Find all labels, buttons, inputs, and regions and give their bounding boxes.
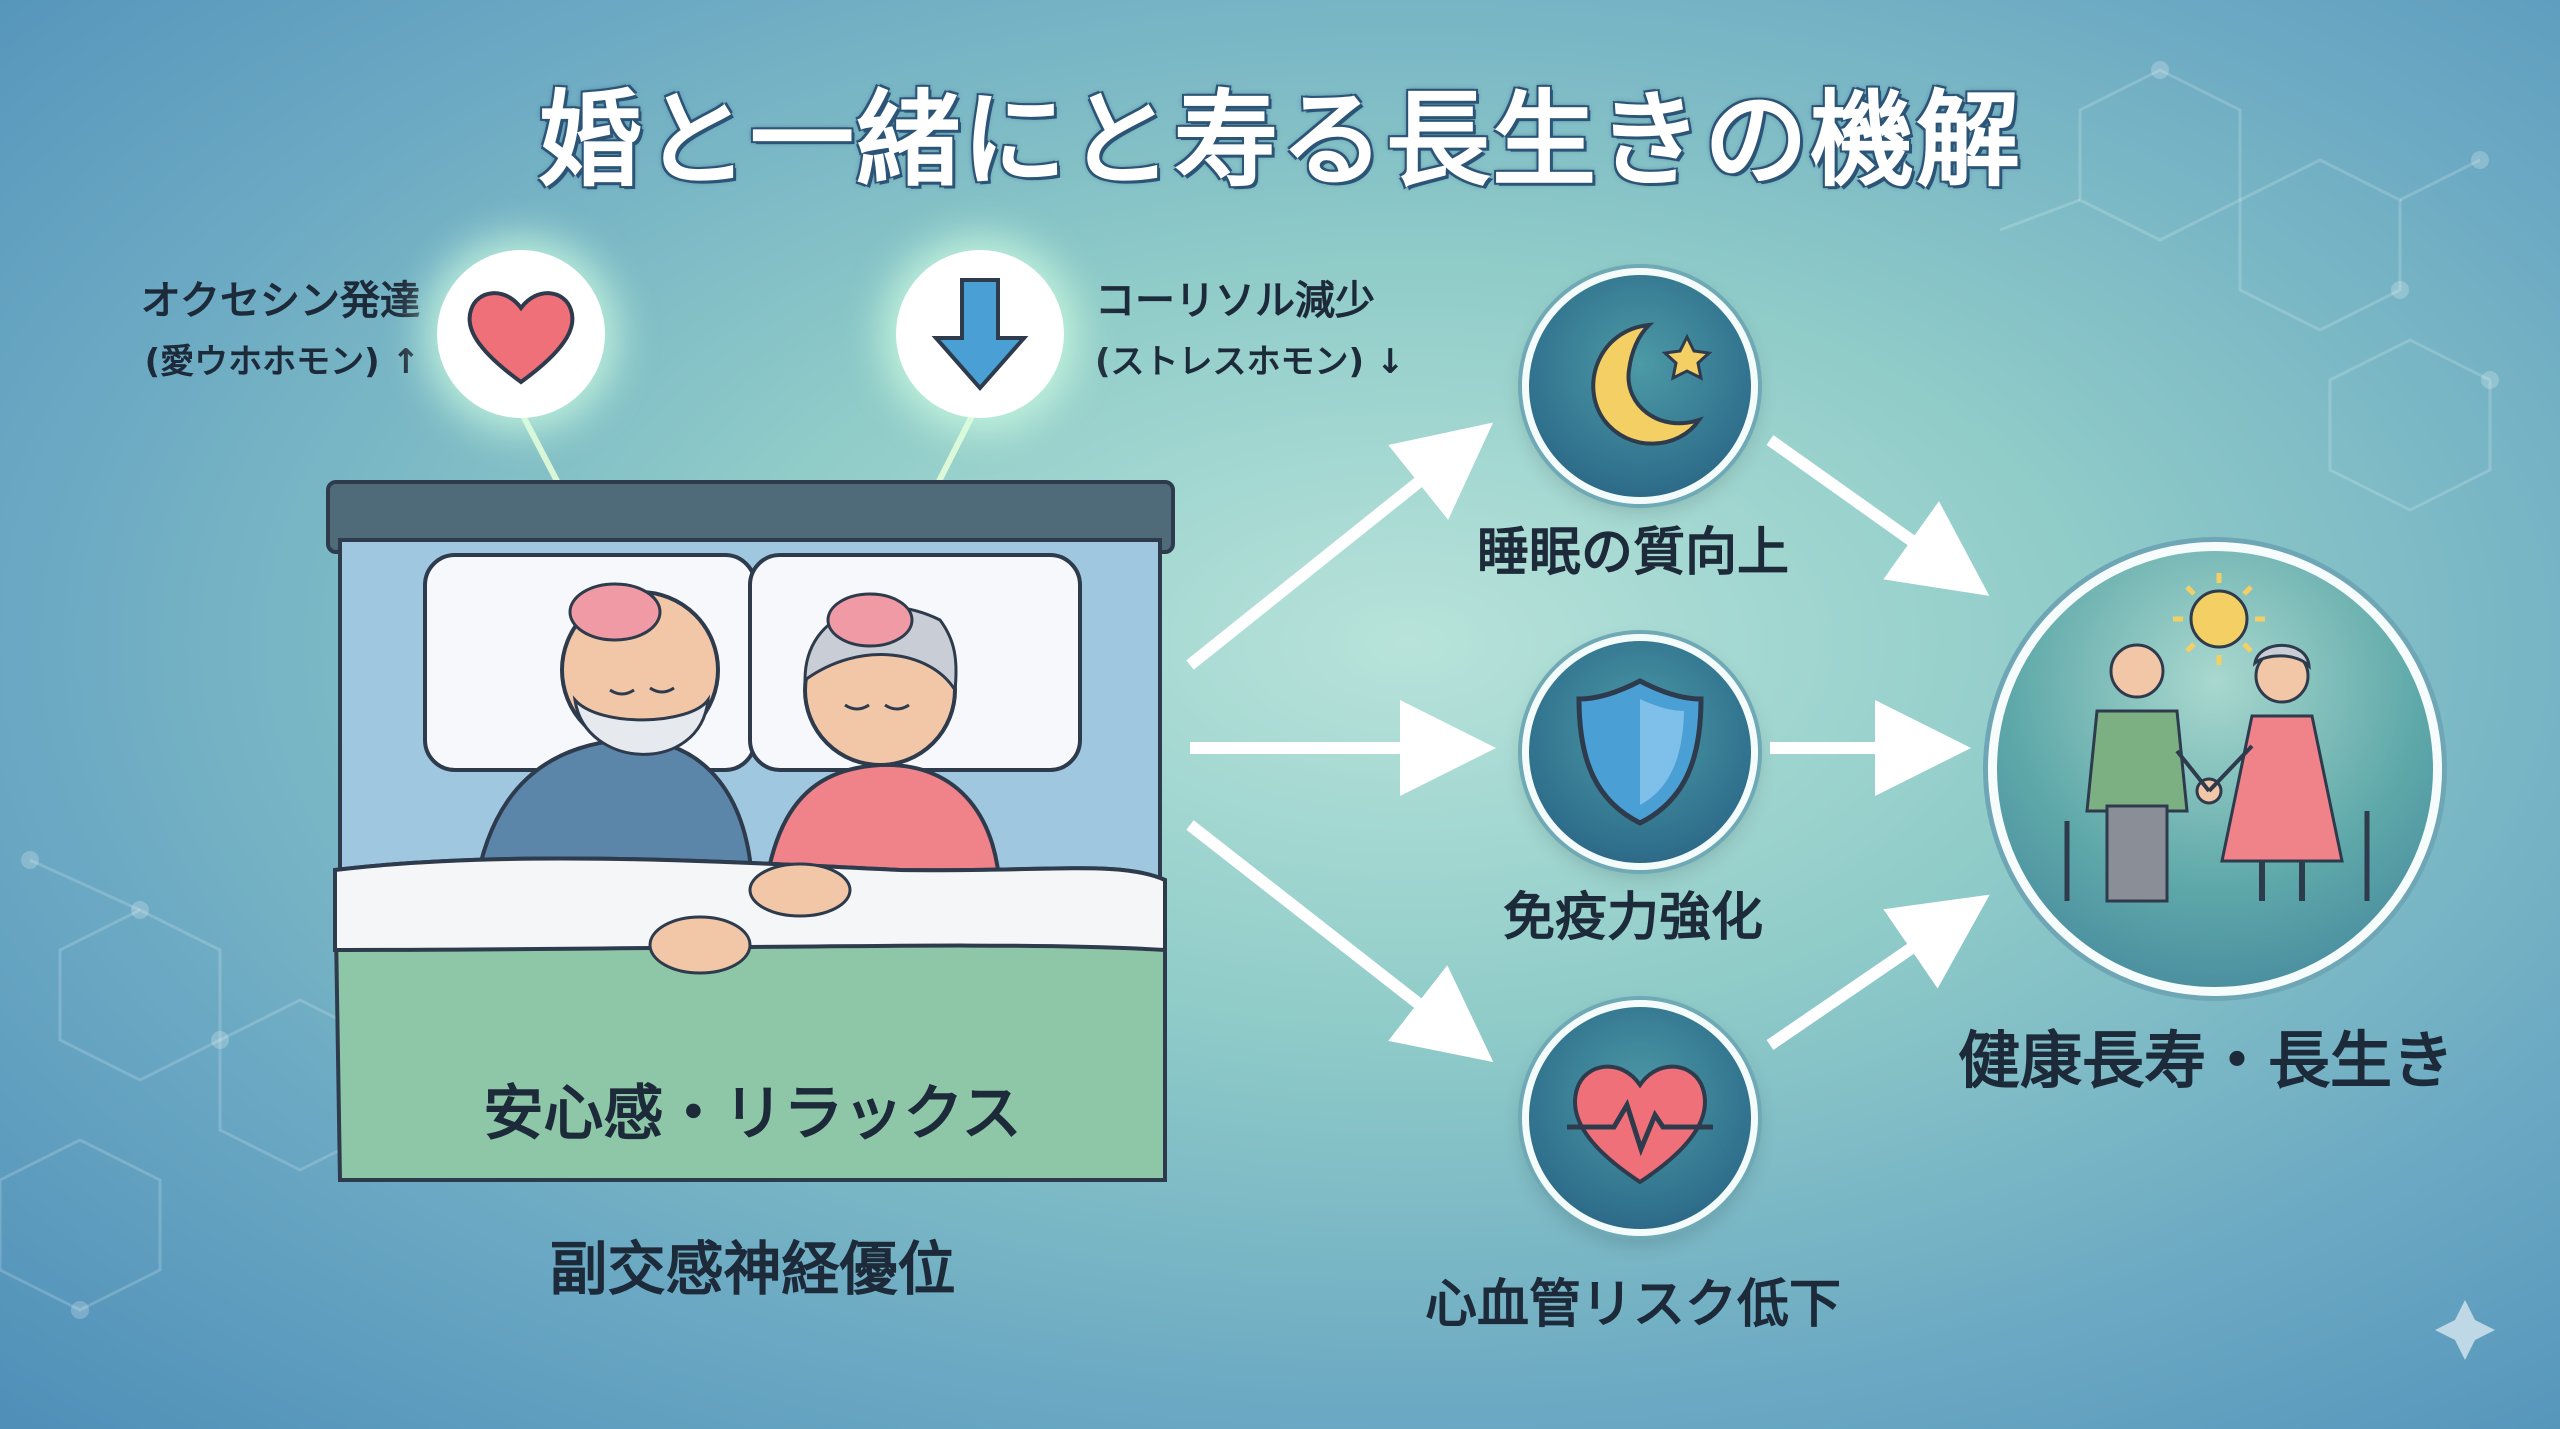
- down-arrow-icon: [931, 278, 1029, 392]
- benefit-label-immunity: 免疫力強化: [1502, 888, 1763, 948]
- benefit-label-sleep: 睡眠の質向上: [1476, 523, 1789, 583]
- cortisol-label: コーリソル減少 (ストレスホモン) ↓: [1095, 268, 1425, 383]
- heart-icon: [467, 291, 575, 385]
- oxytocin-label-line1: オクセシン発達: [140, 278, 420, 324]
- immunity-circle: [1522, 634, 1758, 870]
- elderly-couple-icon: [2064, 573, 2370, 903]
- oxytocin-label: オクセシン発達 (愛ウホホモン) ↑: [90, 268, 420, 383]
- bed-label: 安心感・リラックス: [483, 1079, 1022, 1149]
- cortisol-bubble: [896, 250, 1064, 418]
- cardio-circle: [1522, 1000, 1758, 1236]
- oxytocin-label-line2: (愛ウホホモン) ↑: [144, 342, 420, 382]
- heartbeat-icon: [1567, 1064, 1713, 1185]
- sleep-circle: [1522, 268, 1758, 504]
- outcome-label: 健康長寿・長生き: [1957, 1024, 2454, 1097]
- shield-icon: [1576, 678, 1704, 826]
- oxytocin-bubble: [437, 250, 605, 418]
- benefit-label-cardio: 心血管リスク低下: [1424, 1275, 1841, 1335]
- cortisol-label-line1: コーリソル減少: [1095, 278, 1375, 324]
- moon-star-icon: [1591, 322, 1713, 446]
- sun-icon: [2173, 573, 2265, 665]
- page-title: 婚と一緒にと寿る長生きの機解: [537, 79, 2022, 201]
- bed-caption: 副交感神経優位: [549, 1235, 956, 1303]
- longevity-circle: [1988, 542, 2442, 996]
- cortisol-label-line2: (ストレスホモン) ↓: [1095, 342, 1405, 382]
